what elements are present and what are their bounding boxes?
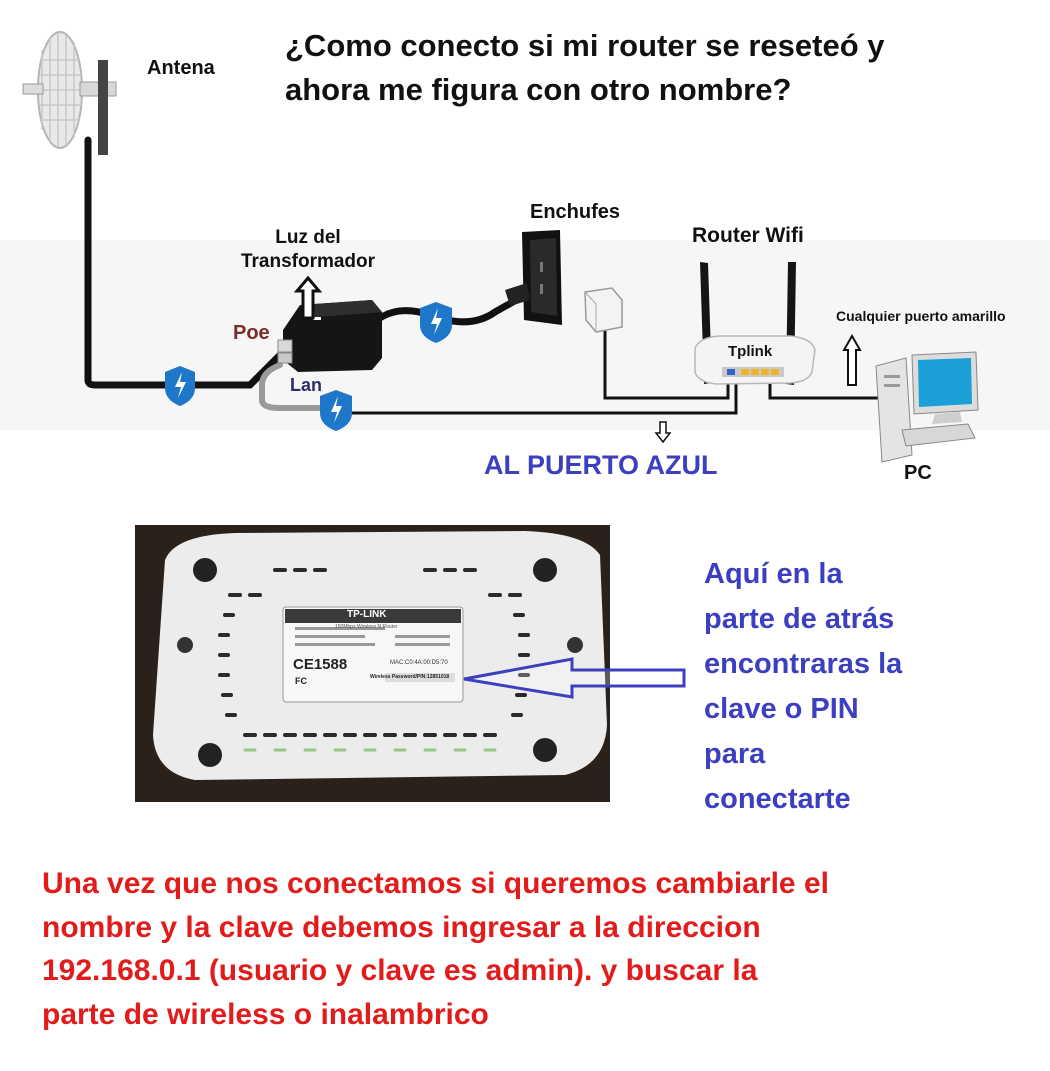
light-label-line-2: Transformador [240, 251, 376, 272]
pin-text-line: conectarte [704, 783, 851, 815]
router-icon [694, 262, 816, 385]
arrow-up-icon [842, 333, 862, 386]
light-label: Luz del Transformador [218, 226, 398, 274]
shield-icon [420, 302, 452, 343]
page-title: ¿Como conecto si mi router se reseteó y … [285, 24, 1025, 112]
pin-text-line: encontraras la [704, 648, 903, 680]
arrow-left-icon [463, 657, 686, 699]
antenna-label: Antena [147, 57, 215, 79]
photo-brand: TP-LINK [347, 609, 387, 620]
antenna-icon [22, 31, 117, 155]
photo-fc: FC [295, 676, 307, 686]
pin-text-line: Aquí en la [704, 558, 843, 590]
title-line-2: ahora me figura con otro nombre? [285, 72, 792, 107]
light-label-line-1: Luz del [275, 227, 341, 248]
network-diagram [0, 31, 1050, 463]
router-label: Router Wifi [692, 224, 804, 247]
router-bottom-illustration [153, 531, 607, 780]
router-bottom-photo: TP-LINK 150Mbps Wireless N Router CE1588… [135, 525, 610, 802]
photo-pin-line: Wireless Password/PIN:12851018 [370, 674, 450, 680]
instructions-line: Una vez que nos conectamos si queremos c… [42, 867, 829, 900]
wall-outlet [505, 230, 562, 325]
instructions-text: Una vez que nos conectamos si queremos c… [42, 862, 1032, 1036]
pin-text-line: parte de atrás [704, 603, 895, 635]
shield-icon [320, 390, 352, 431]
arrow-down-icon [654, 421, 672, 444]
outlets-label: Enchufes [530, 201, 621, 223]
pc-icon [875, 351, 979, 463]
photo-mac: MAC:C0:4A:00:D5:70 [390, 660, 448, 666]
cables [84, 136, 897, 415]
pin-text-line: clave o PIN [704, 693, 859, 725]
instructions-line: nombre y la clave debemos ingresar a la … [42, 910, 761, 944]
pin-text-line: para [704, 738, 766, 770]
photo-model: 150Mbps Wireless N Router [335, 624, 398, 630]
shield-icon [165, 366, 195, 406]
yellow-port-label: Cualquier puerto amarillo [836, 308, 1006, 324]
photo-cert: CE1588 [293, 656, 348, 673]
router-brand-label: Tplink [728, 343, 773, 360]
lan-label: Lan [290, 375, 323, 395]
arrow-up-icon [293, 275, 323, 320]
instructions-line: 192.168.0.1 (usuario y clave es admin). … [42, 954, 758, 987]
title-line-1: ¿Como conecto si mi router se reseteó y [285, 28, 885, 63]
pin-explanation: Aquí en la parte de atrás encontraras la… [704, 552, 1034, 822]
instructions-line: parte de wireless o inalambrico [42, 997, 489, 1031]
power-adapter [584, 287, 623, 333]
pc-label: PC [904, 462, 932, 484]
poe-label: Poe [233, 322, 270, 344]
blue-port-label: AL PUERTO AZUL [484, 450, 718, 480]
